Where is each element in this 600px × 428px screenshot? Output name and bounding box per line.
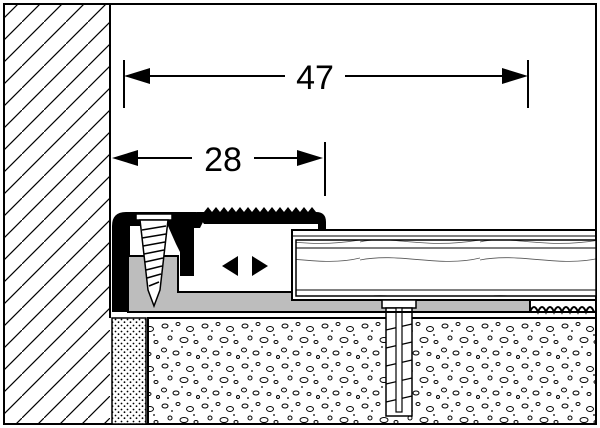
dimension-label-47: 47 bbox=[296, 59, 334, 97]
floor-panel bbox=[291, 229, 597, 301]
dimension-47: 47 bbox=[123, 59, 529, 108]
dowel-icon bbox=[381, 299, 417, 417]
nosing-cap-profile bbox=[112, 207, 326, 312]
dimension-label-28: 28 bbox=[204, 141, 242, 179]
edge-insulation-strip bbox=[111, 317, 147, 425]
wall-hatched bbox=[4, 4, 110, 424]
screed-floor bbox=[147, 317, 597, 425]
double-arrow-icon bbox=[222, 256, 268, 276]
dimension-28: 28 bbox=[109, 141, 326, 196]
screw-icon bbox=[135, 213, 173, 309]
